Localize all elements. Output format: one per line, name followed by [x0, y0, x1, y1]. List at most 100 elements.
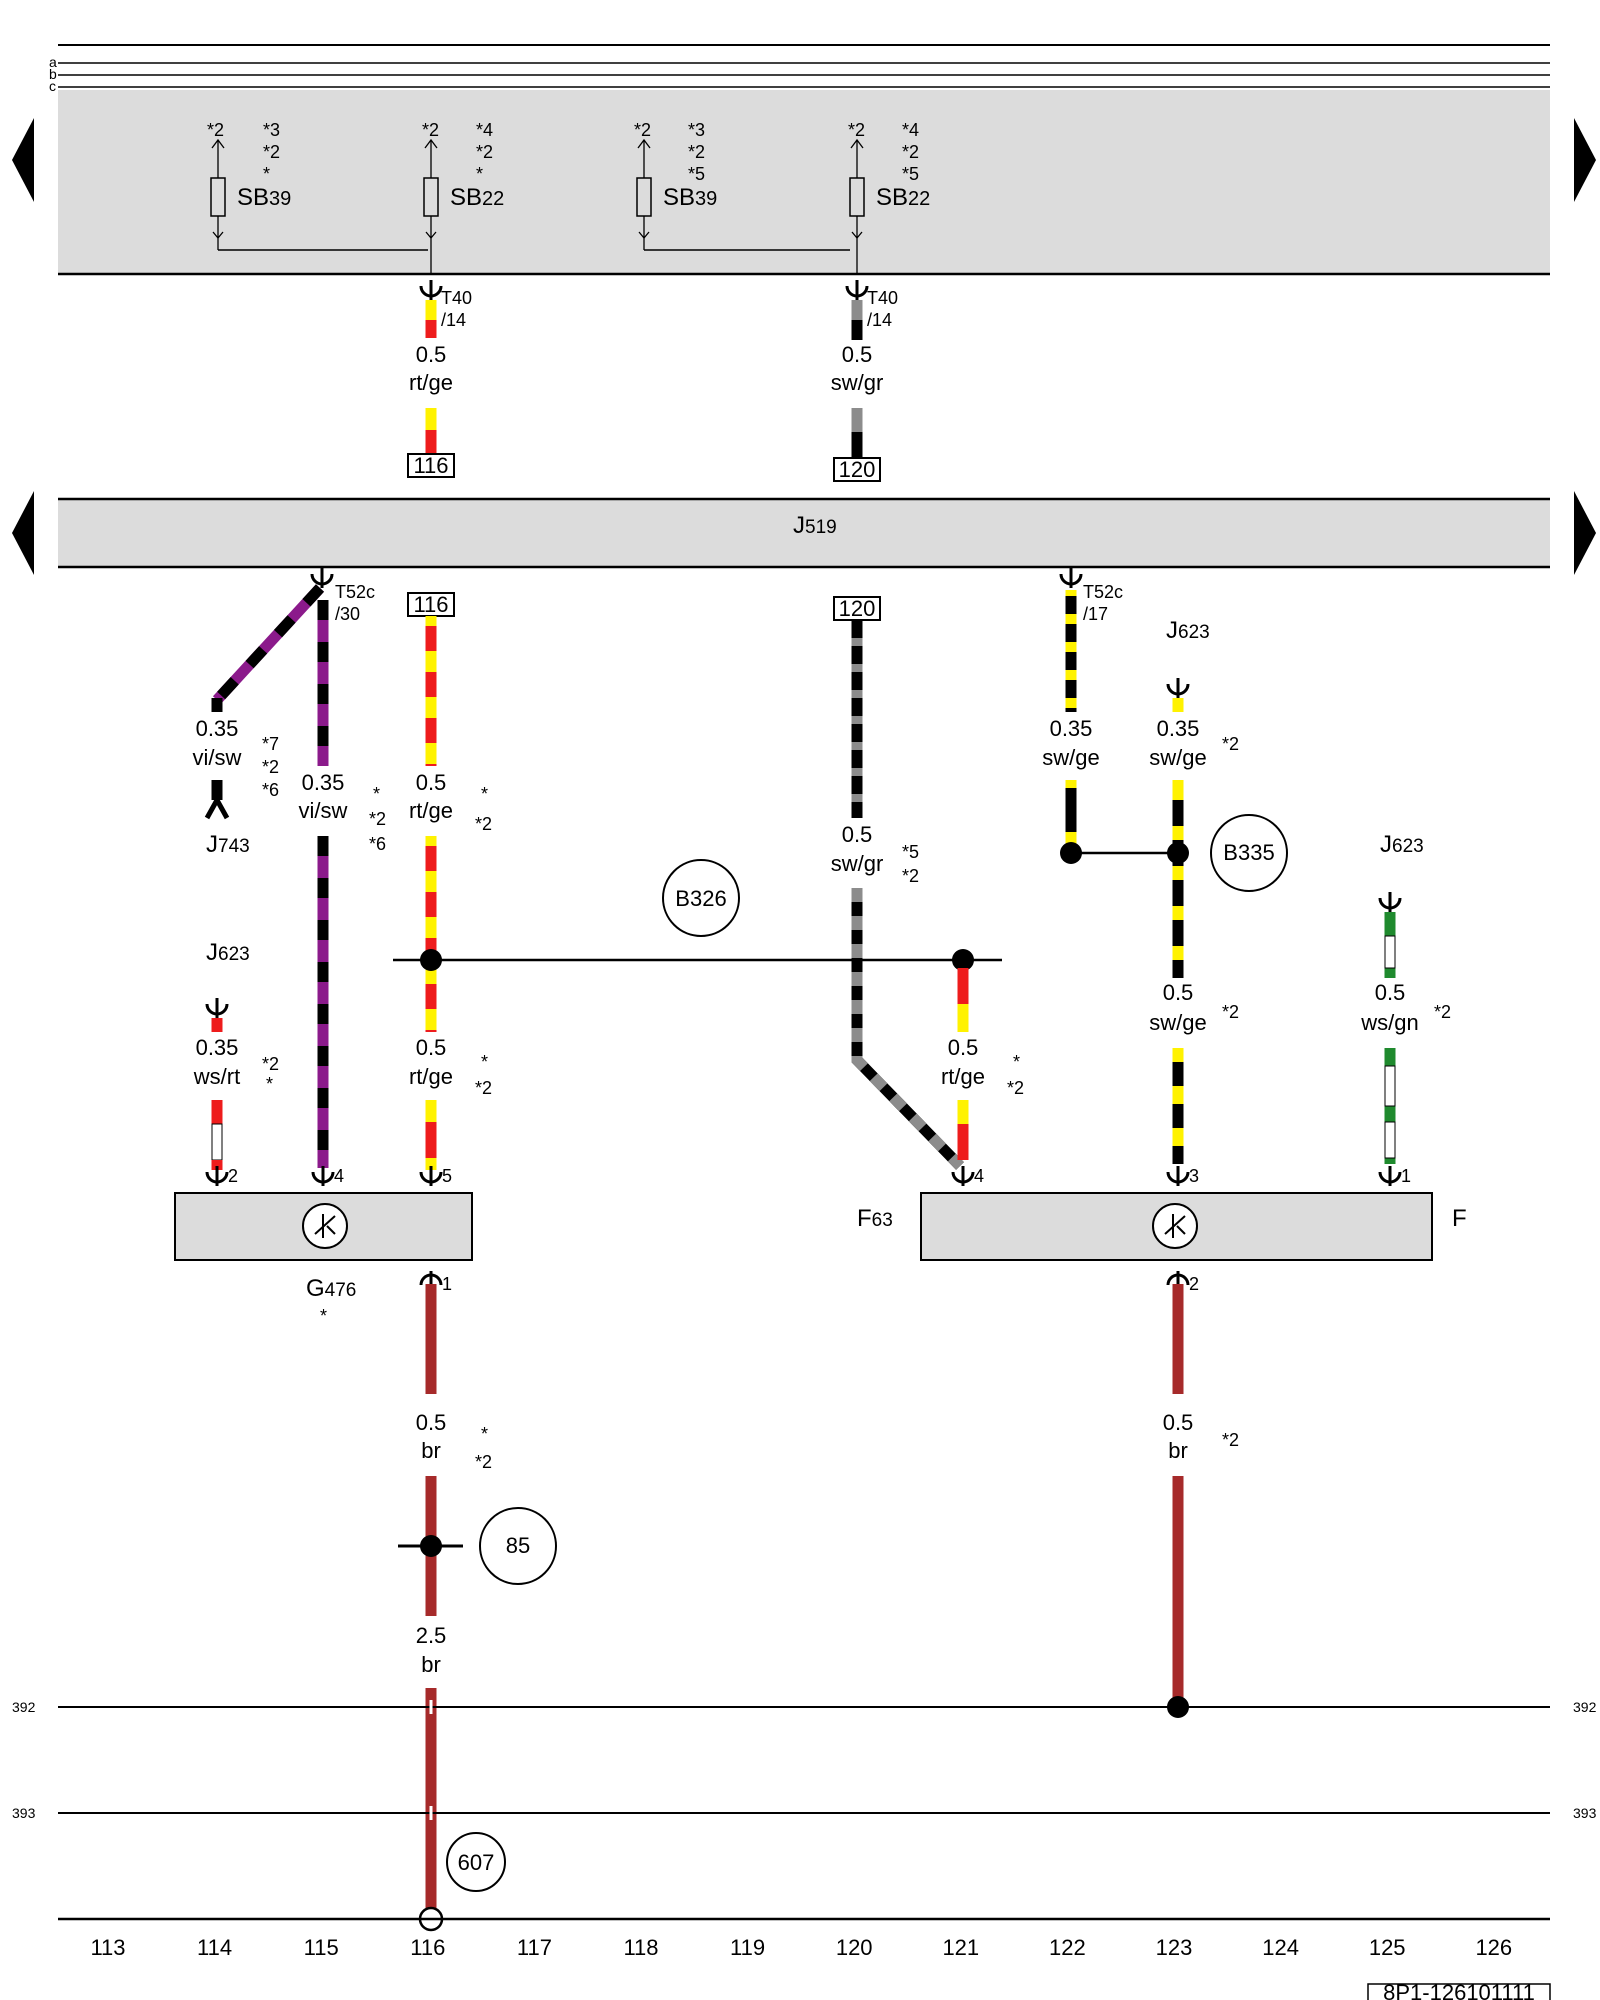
wire-sw-gr-center-b: [851, 888, 964, 1170]
f-label: F: [1452, 1205, 1467, 1232]
svg-text:0.5: 0.5: [416, 1410, 447, 1435]
svg-text:*4: *4: [476, 120, 493, 140]
next-page-arrow-icon[interactable]: [1574, 118, 1596, 202]
svg-text:SB39: SB39: [237, 184, 291, 211]
svg-text:120: 120: [839, 457, 876, 482]
rail-label-b: b: [49, 66, 57, 82]
connector-plug-icon: [1166, 676, 1190, 700]
svg-text:*2: *2: [848, 120, 865, 140]
connector-plug-icon: [310, 566, 334, 590]
svg-text:br: br: [421, 1438, 441, 1463]
junction-dot: [420, 949, 442, 971]
svg-text:*2: *2: [688, 142, 705, 162]
column-number: 114: [197, 1935, 232, 1960]
svg-text:sw/gr: sw/gr: [831, 370, 884, 395]
rail-label-c: c: [49, 78, 56, 94]
svg-text:SB22: SB22: [876, 184, 930, 211]
svg-text:*6: *6: [369, 834, 386, 854]
svg-text:*: *: [476, 164, 483, 184]
svg-text:5: 5: [442, 1166, 452, 1186]
svg-text:0.5: 0.5: [416, 342, 447, 367]
svg-text:SB39: SB39: [663, 184, 717, 211]
svg-text:116: 116: [413, 453, 448, 478]
column-number: 121: [942, 1935, 979, 1960]
svg-text:*4: *4: [902, 120, 919, 140]
svg-text:3: 3: [1189, 1166, 1199, 1186]
ref-box-120[interactable]: [833, 457, 881, 482]
j623-label-a: J623: [206, 939, 250, 966]
column-number: 120: [836, 1935, 873, 1960]
svg-text:*: *: [481, 784, 488, 804]
column-number: 113: [90, 1935, 125, 1960]
svg-text:T52c: T52c: [1083, 582, 1123, 602]
svg-text:*2: *2: [475, 814, 492, 834]
connector-plug-icon: [205, 996, 229, 1020]
svg-text:392: 392: [12, 1699, 36, 1715]
fuse-panel: [58, 90, 1550, 274]
svg-text:*2: *2: [902, 142, 919, 162]
svg-text:T52c: T52c: [335, 582, 375, 602]
previous-page-arrow-icon[interactable]: [12, 118, 34, 202]
connector-plug-icon: [419, 278, 443, 302]
fuse-sb39-b: *2 *3 *2 *5 SB39: [634, 120, 850, 251]
svg-text:*2: *2: [476, 142, 493, 162]
svg-text:*2: *2: [634, 120, 651, 140]
svg-text:rt/ge: rt/ge: [941, 1064, 985, 1089]
svg-text:0.5: 0.5: [416, 770, 447, 795]
column-number: 116: [410, 1935, 445, 1960]
svg-text:sw/gr: sw/gr: [831, 851, 884, 876]
svg-text:rt/ge: rt/ge: [409, 1064, 453, 1089]
column-number: 124: [1262, 1935, 1299, 1960]
junction-dot: [952, 949, 974, 971]
svg-text:0.5: 0.5: [1163, 1410, 1194, 1435]
column-number: 117: [517, 1935, 552, 1960]
connector-plug-icon: [1378, 890, 1402, 914]
svg-text:B326: B326: [675, 886, 726, 911]
svg-text:*2: *2: [475, 1078, 492, 1098]
svg-text:*2: *2: [262, 1054, 279, 1074]
svg-text:*5: *5: [902, 842, 919, 862]
fuse-sb22-a: *2 *4 *2 * SB22: [422, 120, 504, 275]
svg-text:br: br: [1168, 1438, 1188, 1463]
control-unit-j519: [58, 499, 1550, 567]
ref-box-116[interactable]: [407, 453, 455, 478]
svg-text:B335: B335: [1223, 840, 1274, 865]
wire-ws-gn-a: [1384, 912, 1396, 978]
next-page-arrow-icon-lower[interactable]: [1574, 491, 1596, 575]
svg-text:1: 1: [1401, 1166, 1411, 1186]
svg-text:*2: *2: [422, 120, 439, 140]
svg-text:0.5: 0.5: [948, 1035, 979, 1060]
svg-text:392: 392: [1573, 1699, 1597, 1715]
svg-text:0.35: 0.35: [302, 770, 345, 795]
j743-label: J743: [206, 831, 250, 858]
svg-text:*: *: [481, 1424, 488, 1444]
circle-b335: [1210, 814, 1288, 892]
svg-text:vi/sw: vi/sw: [299, 798, 348, 823]
svg-text:*2: *2: [1222, 734, 1239, 754]
f63-label: F63: [857, 1205, 893, 1232]
svg-text:2.5: 2.5: [416, 1623, 447, 1648]
svg-text:0.35: 0.35: [196, 1035, 239, 1060]
svg-text:/14: /14: [867, 310, 892, 330]
column-number: 118: [623, 1935, 658, 1960]
rail-label-a: a: [49, 54, 57, 70]
svg-text:rt/ge: rt/ge: [409, 798, 453, 823]
j519-label: J519: [793, 512, 837, 539]
svg-text:*: *: [266, 1074, 273, 1094]
svg-text:0.5: 0.5: [842, 822, 873, 847]
junction-dot: [420, 1535, 442, 1557]
previous-page-arrow-icon-lower[interactable]: [12, 491, 34, 575]
svg-text:*2: *2: [263, 142, 280, 162]
svg-text:*: *: [373, 784, 380, 804]
svg-text:sw/ge: sw/ge: [1149, 1010, 1206, 1035]
svg-text:0.35: 0.35: [1050, 716, 1093, 741]
circle-85: [479, 1507, 557, 1585]
wire-ws-gn-b: [1384, 1048, 1396, 1164]
svg-text:4: 4: [334, 1166, 344, 1186]
svg-text:*2: *2: [1222, 1002, 1239, 1022]
svg-text:T40: T40: [441, 288, 472, 308]
g476-label: G476: [306, 1275, 356, 1302]
svg-text:*2: *2: [1222, 1430, 1239, 1450]
svg-text:8P1-126101111: 8P1-126101111: [1383, 1980, 1535, 2000]
svg-text:*: *: [1013, 1052, 1020, 1072]
